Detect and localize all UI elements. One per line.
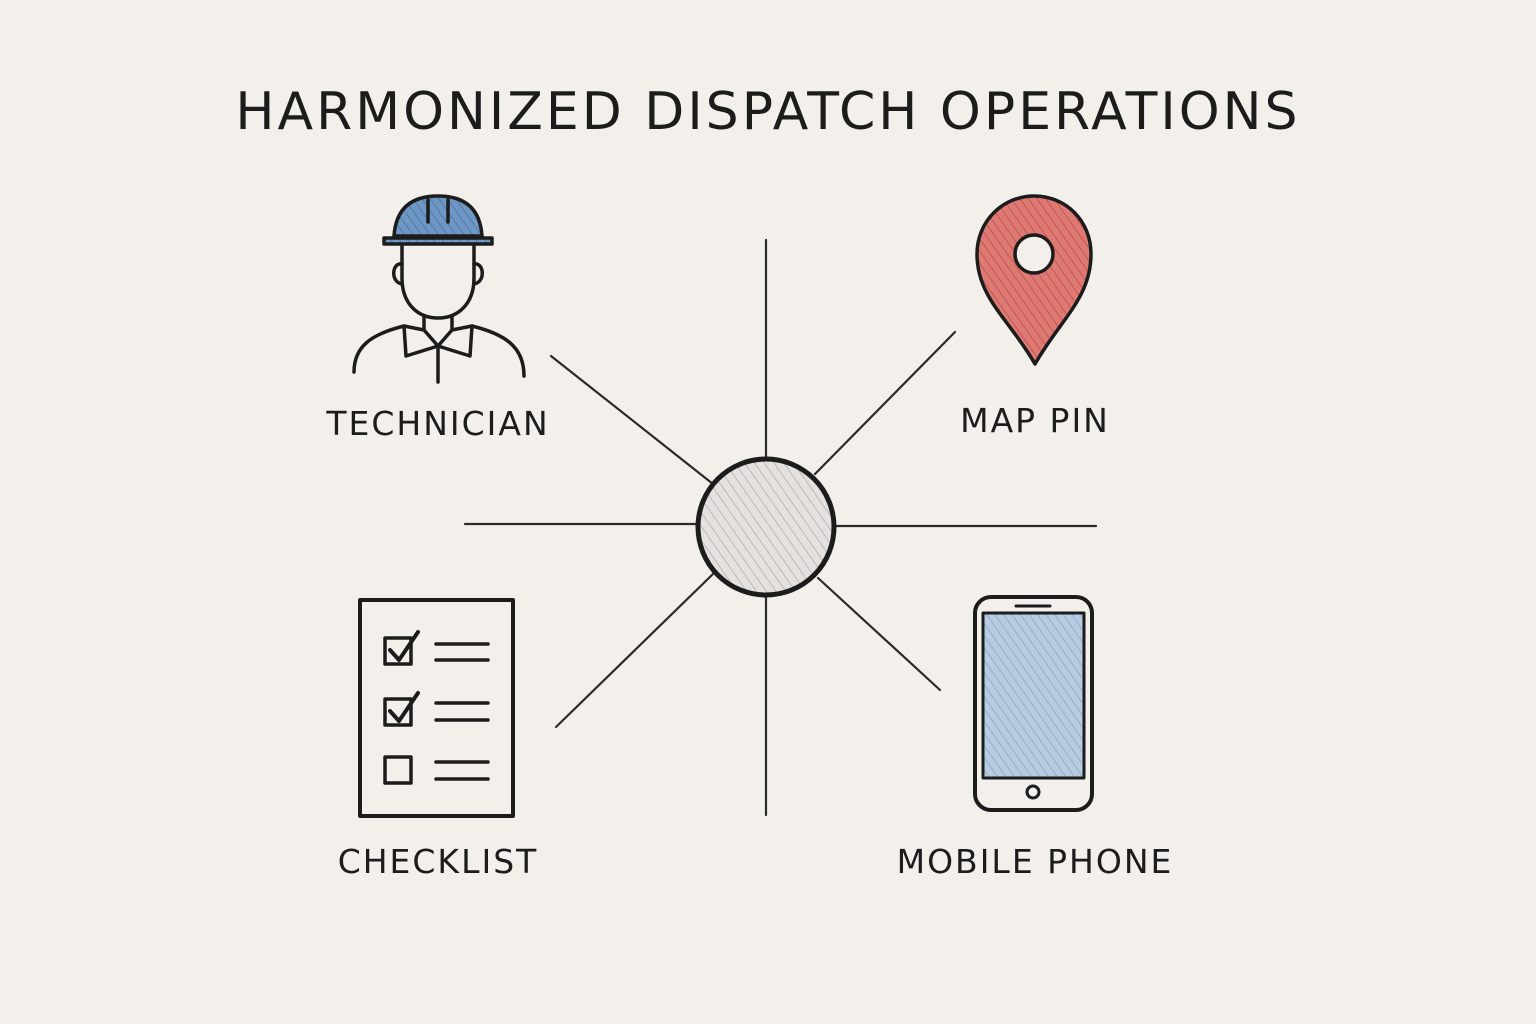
technician-label: TECHNICIAN [326, 404, 550, 443]
checklist-label: CHECKLIST [337, 842, 539, 881]
spoke-northeast [813, 330, 957, 476]
checklist-icon [358, 598, 515, 818]
spoke-northwest [549, 354, 715, 486]
technician-hardhat-icon [352, 194, 526, 384]
map-pin-icon [975, 194, 1093, 366]
checkbox-checked [383, 636, 413, 666]
spoke-southeast [816, 576, 942, 692]
checkbox-unchecked [383, 755, 413, 785]
diagram-title: HARMONIZED DISPATCH OPERATIONS [235, 82, 1301, 142]
hub-circle-icon [695, 456, 837, 598]
mobile-phone-label: MOBILE PHONE [896, 842, 1174, 881]
mobile-phone-icon [973, 595, 1094, 812]
connector-lines [463, 238, 1098, 817]
map-pin-label: MAP PIN [960, 401, 1110, 440]
spoke-southwest [554, 572, 715, 729]
checkbox-checked [383, 697, 413, 727]
